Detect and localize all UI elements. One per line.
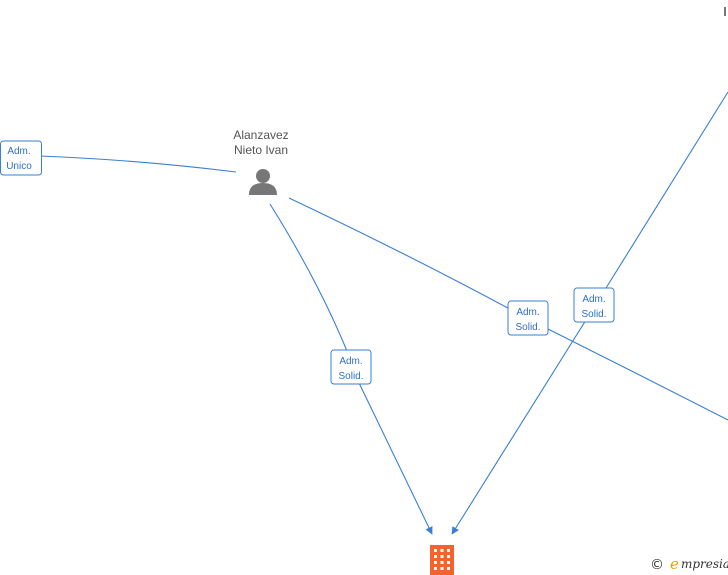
relation-label-line1: Adm. xyxy=(7,146,30,157)
edge-left-to-person xyxy=(39,155,237,173)
relation-label-down[interactable]: Adm. Solid. xyxy=(330,349,372,385)
brand-watermark: © e mpresia xyxy=(650,555,728,573)
relation-label-right[interactable]: Adm. Solid. xyxy=(507,300,549,336)
relation-label-upper[interactable]: Adm. Solid. xyxy=(573,287,615,323)
edges xyxy=(39,91,728,535)
company-node[interactable] xyxy=(430,545,454,575)
relation-label-line1: Adm. xyxy=(582,294,605,305)
relation-label-line2: Unico xyxy=(6,161,32,172)
relation-label-left[interactable]: Adm. Unico xyxy=(0,140,42,176)
copyright-symbol: © xyxy=(650,557,664,573)
person-name-line1: Alanzavez xyxy=(233,128,288,142)
person-node-alanzavez[interactable]: Alanzavez Nieto Ivan xyxy=(233,128,289,195)
building-icon xyxy=(430,545,454,575)
brand-logo-initial: e xyxy=(670,555,679,573)
offscreen-node-top-right xyxy=(724,7,726,16)
person-name-line2: Nieto Ivan xyxy=(234,143,288,157)
relation-label-line1: Adm. xyxy=(339,356,362,367)
relation-label-line2: Solid. xyxy=(338,371,363,382)
relation-label-line2: Solid. xyxy=(515,322,540,333)
relation-label-line2: Solid. xyxy=(581,309,606,320)
brand-logo-text: mpresia xyxy=(681,557,728,571)
relation-label-line1: Adm. xyxy=(516,307,539,318)
person-icon xyxy=(249,169,277,195)
